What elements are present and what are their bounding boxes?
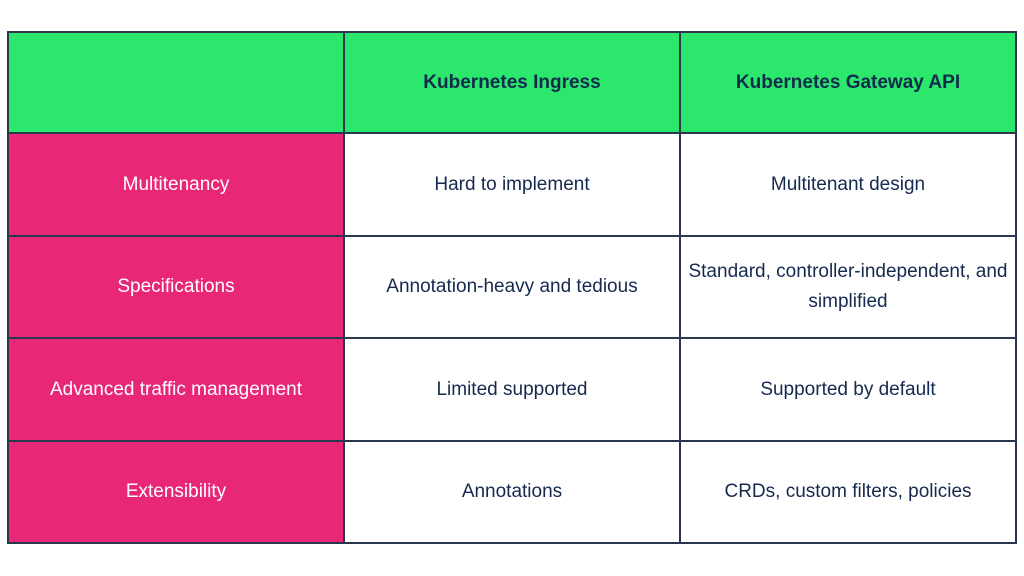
feature-cell-extensibility: Extensibility xyxy=(9,441,343,542)
value-cell-gateway-advanced-traffic-management: Supported by default xyxy=(681,339,1015,440)
feature-cell-multitenancy: Multitenancy xyxy=(9,134,343,235)
feature-cell-advanced-traffic-management: Advanced traffic management xyxy=(9,339,343,440)
value-cell-ingress-specifications: Annotation-heavy and tedious xyxy=(345,236,679,337)
value-cell-ingress-multitenancy: Hard to implement xyxy=(345,134,679,235)
value-cell-ingress-advanced-traffic-management: Limited supported xyxy=(345,339,679,440)
feature-cell-specifications: Specifications xyxy=(9,236,343,337)
value-cell-ingress-extensibility: Annotations xyxy=(345,441,679,542)
header-cell-kubernetes-ingress: Kubernetes Ingress xyxy=(345,33,679,132)
comparison-table: Kubernetes Ingress Kubernetes Gateway AP… xyxy=(7,31,1017,544)
value-cell-gateway-extensibility: CRDs, custom filters, policies xyxy=(681,441,1015,542)
value-cell-gateway-multitenancy: Multitenant design xyxy=(681,134,1015,235)
header-cell-kubernetes-gateway-api: Kubernetes Gateway API xyxy=(681,33,1015,132)
value-cell-gateway-specifications: Standard, controller-independent, and si… xyxy=(681,236,1015,337)
header-cell-empty xyxy=(9,33,343,132)
